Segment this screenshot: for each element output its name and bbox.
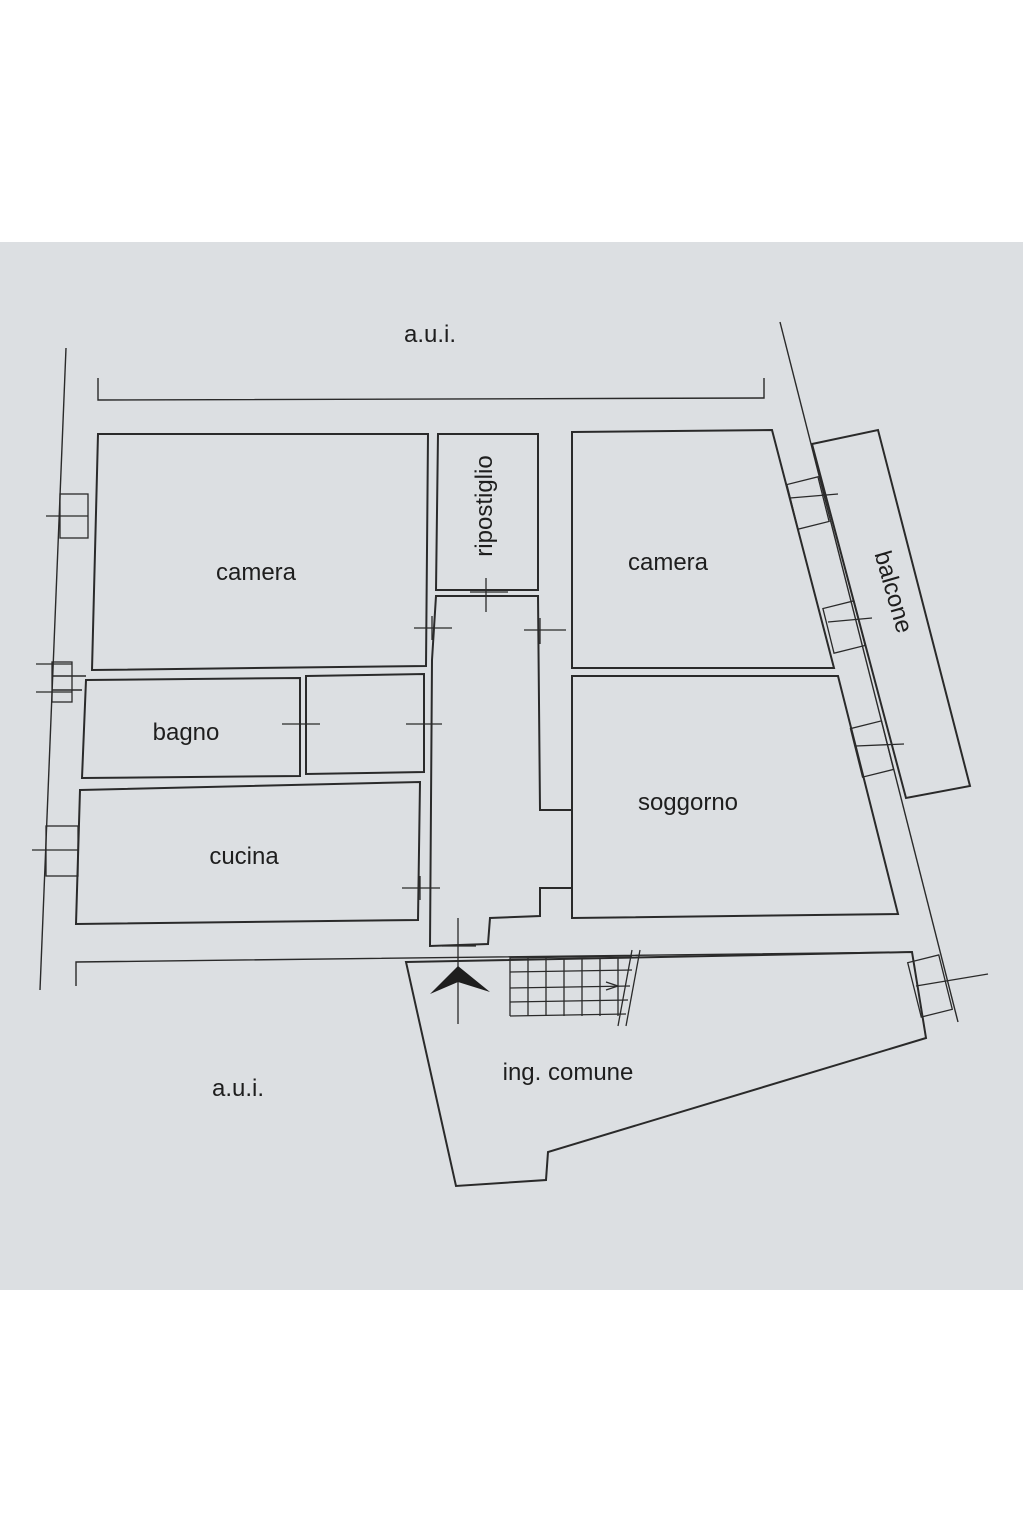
label-ingresso-comune: ing. comune — [503, 1059, 634, 1086]
room-labels: a.u.i. camera ripostiglio camera balcone… — [153, 321, 918, 1102]
label-bagno: bagno — [153, 719, 220, 746]
label-aui-bottom: a.u.i. — [212, 1075, 264, 1102]
label-camera-right: camera — [628, 549, 709, 576]
room-camera-left — [90, 433, 430, 672]
room-bagno — [80, 676, 301, 780]
label-cucina: cucina — [209, 843, 279, 870]
opening-marks — [32, 476, 989, 1024]
label-ripostiglio: ripostiglio — [471, 455, 498, 556]
boundary-lines — [39, 321, 959, 1023]
entrance-arrow-icon — [430, 966, 490, 994]
stairs-icon — [509, 949, 641, 1027]
room-cucina — [74, 780, 422, 926]
corridor — [428, 595, 573, 948]
room-ripostiglio — [434, 433, 539, 591]
ingresso-comune-area — [404, 950, 928, 1188]
rooms — [52, 428, 972, 1188]
balcone-area — [810, 428, 972, 800]
label-soggiorno: soggorno — [638, 789, 738, 816]
room-camera-right — [571, 428, 836, 669]
paper-sheet — [0, 242, 1023, 1290]
label-camera-left: camera — [216, 559, 297, 586]
room-wc — [305, 672, 425, 776]
label-aui-top: a.u.i. — [404, 321, 456, 348]
